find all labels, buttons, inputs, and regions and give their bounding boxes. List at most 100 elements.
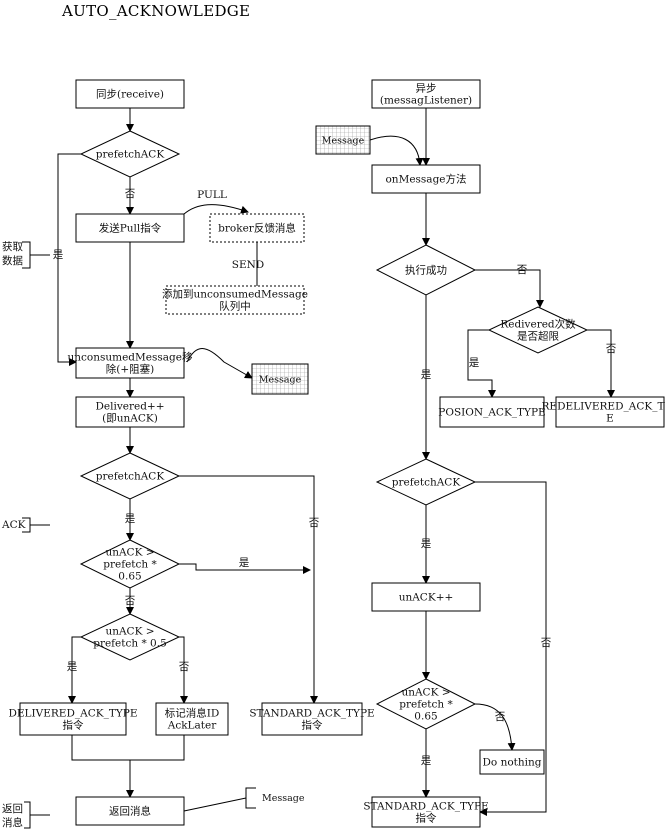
edge-05-no bbox=[179, 636, 188, 704]
label-no-1: 否 bbox=[125, 188, 136, 200]
delivered-box-shape bbox=[75, 396, 185, 428]
edge-delivered-down bbox=[71, 735, 185, 761]
posion-ack-box-shape bbox=[439, 396, 545, 428]
on-message-box-text: onMessage方法 bbox=[385, 173, 466, 186]
on-message-box: onMessage方法 bbox=[371, 164, 481, 194]
redelivered-type-box-text: E bbox=[606, 413, 614, 425]
side-label-return: 消息 bbox=[2, 816, 23, 829]
label-no-right-1: 否 bbox=[517, 264, 528, 276]
mark-ack-later-box-text: AckLater bbox=[167, 720, 217, 732]
side-bracket-fetch bbox=[22, 241, 50, 269]
standard-ack-right-box-text: STANDARD_ACK_TYPE bbox=[363, 801, 488, 813]
edge-05-yes bbox=[68, 636, 81, 704]
unconsumed-remove-box-text: unconsumedMessage移 bbox=[68, 351, 193, 364]
on-message-box-shape bbox=[371, 164, 481, 194]
exec-success-decision: 执行成功 bbox=[375, 244, 477, 296]
exec-success-decision-shape bbox=[375, 244, 477, 296]
standard-ack-left-box-shape bbox=[261, 702, 363, 736]
async-listener-box: 异步(messagListener) bbox=[371, 79, 481, 109]
connectors bbox=[22, 108, 615, 829]
standard-ack-left-box-text: STANDARD_ACK_TYPE bbox=[249, 708, 374, 720]
unack-065-decision-right-text: unACK > bbox=[401, 687, 450, 699]
message-tag-2-bracket bbox=[245, 787, 256, 809]
edge-exec-no bbox=[475, 269, 544, 308]
side-label-fetch: 数据 bbox=[2, 254, 23, 267]
broker-feedback-box-shape bbox=[209, 213, 305, 243]
delivered-box: Delivered++(即unACK) bbox=[75, 396, 185, 428]
label-yes-2: 是 bbox=[125, 513, 136, 525]
sync-receive-box-text: 同步(receive) bbox=[96, 89, 164, 101]
edge-redelivered-no bbox=[587, 329, 615, 398]
edge-prefetch2-no bbox=[179, 475, 318, 704]
label-no-2: 否 bbox=[309, 517, 320, 529]
do-nothing-box-shape bbox=[479, 749, 545, 775]
send-pull-box: 发送Pull指令 bbox=[75, 213, 185, 243]
standard-ack-right-box-shape bbox=[371, 796, 481, 828]
unack-065-decision-right-text: 0.65 bbox=[414, 711, 437, 723]
prefetch-ack-decision-right: prefetchACK bbox=[375, 458, 477, 506]
edge-return-to-message bbox=[183, 797, 247, 812]
edge-pull-to-broker bbox=[183, 204, 249, 215]
async-listener-box-shape bbox=[371, 79, 481, 109]
redelivered-check-decision-shape bbox=[487, 306, 589, 354]
edge-prefetch-yes-to-remove bbox=[57, 153, 81, 366]
redelivered-type-box: REDELIVERED_ACK_TYPE bbox=[542, 396, 665, 428]
edge-prefetchR-no bbox=[475, 481, 547, 816]
unack-05-decision-text: prefetch * 0.5 bbox=[93, 638, 167, 650]
nodes: 同步(receive) prefetchACK 发送Pull指令 broker反馈消息… bbox=[8, 79, 665, 828]
label-no-right-4: 否 bbox=[495, 711, 506, 723]
side-label-ack: ACK bbox=[1, 519, 26, 531]
broker-feedback-box: broker反馈消息 bbox=[209, 213, 305, 243]
unack-065-decision-left-shape bbox=[79, 539, 181, 589]
prefetch-ack-decision-right-text: prefetchACK bbox=[392, 477, 461, 489]
message-in-box-shape bbox=[315, 125, 371, 155]
prefetch-ack-decision-2-shape bbox=[79, 452, 181, 500]
posion-ack-box-text: POSION_ACK_TYPE bbox=[438, 407, 545, 419]
unack-065-decision-right-text: prefetch * bbox=[399, 699, 453, 711]
unack-inc-box-text: unACK++ bbox=[399, 592, 454, 604]
delivered-box-text: (即unACK) bbox=[102, 413, 158, 425]
unack-065-decision-left-text: prefetch * bbox=[103, 559, 157, 571]
redelivered-check-decision-text: 是否超限 bbox=[517, 330, 559, 343]
return-message-box: 返回消息 bbox=[75, 796, 185, 826]
label-no-right-3: 否 bbox=[541, 637, 552, 649]
unack-05-decision-shape bbox=[79, 613, 181, 661]
unack-inc-box: unACK++ bbox=[371, 582, 481, 612]
unack-065-decision-left-text: unACK > bbox=[105, 547, 154, 559]
label-no-4: 否 bbox=[179, 661, 190, 673]
side-bracket-ack bbox=[22, 517, 50, 533]
message-tag-2-text: Message bbox=[262, 793, 305, 804]
standard-ack-left-box-text: 指令 bbox=[302, 719, 323, 732]
return-message-box-text: 返回消息 bbox=[109, 805, 151, 818]
side-label-return: 返回 bbox=[2, 803, 23, 815]
unack-inc-box-shape bbox=[371, 582, 481, 612]
side-bracket-return bbox=[24, 801, 50, 829]
prefetch-ack-decision-1-text: prefetchACK bbox=[96, 149, 165, 161]
label-yes-right-4: 是 bbox=[421, 755, 432, 767]
unconsumed-remove-box-shape bbox=[75, 347, 185, 379]
exec-success-decision-text: 执行成功 bbox=[405, 264, 447, 277]
mark-ack-later-box-text: 标记消息ID bbox=[165, 707, 220, 720]
unack-065-decision-right: unACK >prefetch *0.65 bbox=[375, 678, 477, 730]
redelivered-check-decision-text: Redivered次数 bbox=[500, 318, 576, 331]
redelivered-type-box-shape bbox=[555, 396, 665, 428]
posion-ack-box: POSION_ACK_TYPE bbox=[438, 396, 546, 428]
delivered-box-text: Delivered++ bbox=[95, 401, 164, 413]
label-yes-1: 是 bbox=[53, 249, 64, 261]
prefetch-ack-decision-1-shape bbox=[79, 130, 181, 178]
delivered-ack-type-box-shape bbox=[19, 702, 127, 736]
message-tag-1-shape bbox=[251, 363, 309, 395]
send-pull-box-text: 发送Pull指令 bbox=[99, 222, 162, 235]
unconsumed-remove-box-text: 除(+阻塞) bbox=[106, 363, 155, 376]
redelivered-type-box-text: REDELIVERED_ACK_TYP bbox=[542, 401, 665, 413]
label-yes-right-1: 是 bbox=[469, 357, 480, 369]
unack-065-decision-right-shape bbox=[375, 678, 477, 730]
add-unconsumed-box-text: 添加到unconsumedMessage bbox=[162, 288, 308, 301]
